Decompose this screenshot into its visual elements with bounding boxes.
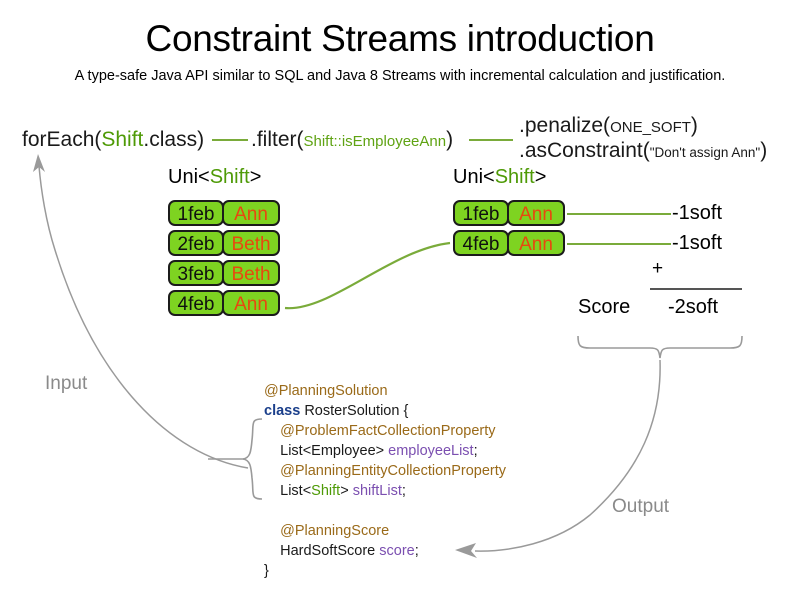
code-token: @PlanningScore <box>280 523 390 539</box>
shift-date: 1feb <box>168 200 224 226</box>
code-line: HardSoftScore score; <box>264 541 506 561</box>
penalize-arg: ONE_SOFT <box>610 119 691 136</box>
code-line: class RosterSolution { <box>264 401 506 421</box>
shift-employee: Ann <box>507 200 565 226</box>
as-constraint-arg: "Don't assign Ann" <box>649 145 761 160</box>
for-each-type: Shift <box>101 128 144 151</box>
uni-left-suffix: > <box>249 166 262 188</box>
code-line: } <box>264 561 506 581</box>
shift-date: 4feb <box>453 230 509 256</box>
page-title: Constraint Streams introduction <box>145 18 655 59</box>
code-token: List< <box>280 483 312 499</box>
shift-date: 2feb <box>168 230 224 256</box>
input-arrowhead <box>33 154 45 172</box>
shift-date: 4feb <box>168 290 224 316</box>
filter-tail: ) <box>446 128 454 151</box>
shift-date: 1feb <box>453 200 509 226</box>
code-token: ; <box>401 483 406 499</box>
code-line: List<Shift> shiftList; <box>264 481 506 501</box>
result-connector-2 <box>567 243 671 245</box>
score-label: Score <box>578 296 631 318</box>
as-constraint-call: .asConstraint( <box>519 139 650 162</box>
shift-employee: Ann <box>222 200 280 226</box>
uni-label-right: Uni<Shift> <box>453 166 546 189</box>
penalize-tail: ) <box>690 114 698 137</box>
filter-expression: .filter(Shift::isEmployeeAnn) <box>251 128 453 152</box>
code-token: > <box>340 483 353 499</box>
code-line <box>264 501 506 521</box>
code-token: @PlanningSolution <box>264 383 388 399</box>
for-each-call: forEach( <box>22 128 102 151</box>
sum-operator: + <box>652 258 664 279</box>
input-label: Input <box>45 373 88 394</box>
code-token: shiftList <box>352 483 402 499</box>
code-line: @PlanningSolution <box>264 381 506 401</box>
uni-left-prefix: Uni< <box>168 166 210 188</box>
uni-right-type: Shift <box>494 166 535 188</box>
filter-call: .filter( <box>251 128 304 151</box>
score-brace <box>577 335 743 359</box>
code-token: ; <box>473 443 478 459</box>
score-total-value: -2soft <box>668 296 719 318</box>
code-line: @PlanningScore <box>264 521 506 541</box>
shift-employee: Ann <box>222 290 280 316</box>
code-token: @ProblemFactCollectionProperty <box>280 423 496 439</box>
shift-date: 3feb <box>168 260 224 286</box>
penalize-call: .penalize( <box>519 114 611 137</box>
stream-curve-4feb <box>284 241 451 310</box>
filter-method-ref: Shift::isEmployeeAnn <box>303 133 447 150</box>
output-label: Output <box>612 496 670 517</box>
code-token: List<Employee> <box>280 443 389 459</box>
code-token: class <box>264 403 301 419</box>
penalize-expression: .penalize(ONE_SOFT) <box>519 114 698 138</box>
code-token: } <box>264 563 269 579</box>
result-connector-1 <box>567 213 671 215</box>
uni-label-left: Uni<Shift> <box>168 166 261 189</box>
stream-connector-1 <box>212 139 248 141</box>
stream-connector-2 <box>469 139 513 141</box>
code-token: ; <box>414 543 419 559</box>
as-constraint-expression: .asConstraint("Don't assign Ann") <box>519 139 767 163</box>
shift-employee: Beth <box>222 230 280 256</box>
page-subtitle: A type-safe Java API similar to SQL and … <box>74 68 726 84</box>
code-line: List<Employee> employeeList; <box>264 441 506 461</box>
for-each-expression: forEach(Shift.class) <box>22 128 204 152</box>
shift-employee: Ann <box>507 230 565 256</box>
code-token: Shift <box>311 483 341 499</box>
as-constraint-tail: ) <box>760 139 768 162</box>
code-token: RosterSolution { <box>300 403 409 419</box>
uni-right-suffix: > <box>534 166 547 188</box>
penalty-value-1: -1soft <box>672 202 723 224</box>
uni-right-prefix: Uni< <box>453 166 495 188</box>
code-token: @PlanningEntityCollectionProperty <box>280 463 507 479</box>
fields-brace <box>242 418 263 500</box>
code-token: score <box>379 543 415 559</box>
code-line: @PlanningEntityCollectionProperty <box>264 461 506 481</box>
code-token: employeeList <box>388 443 474 459</box>
sum-rule-line <box>650 288 742 290</box>
uni-left-type: Shift <box>209 166 250 188</box>
code-line: @ProblemFactCollectionProperty <box>264 421 506 441</box>
code-token: HardSoftScore <box>280 543 380 559</box>
shift-employee: Beth <box>222 260 280 286</box>
penalty-value-2: -1soft <box>672 232 723 254</box>
for-each-tail: .class) <box>143 128 205 151</box>
